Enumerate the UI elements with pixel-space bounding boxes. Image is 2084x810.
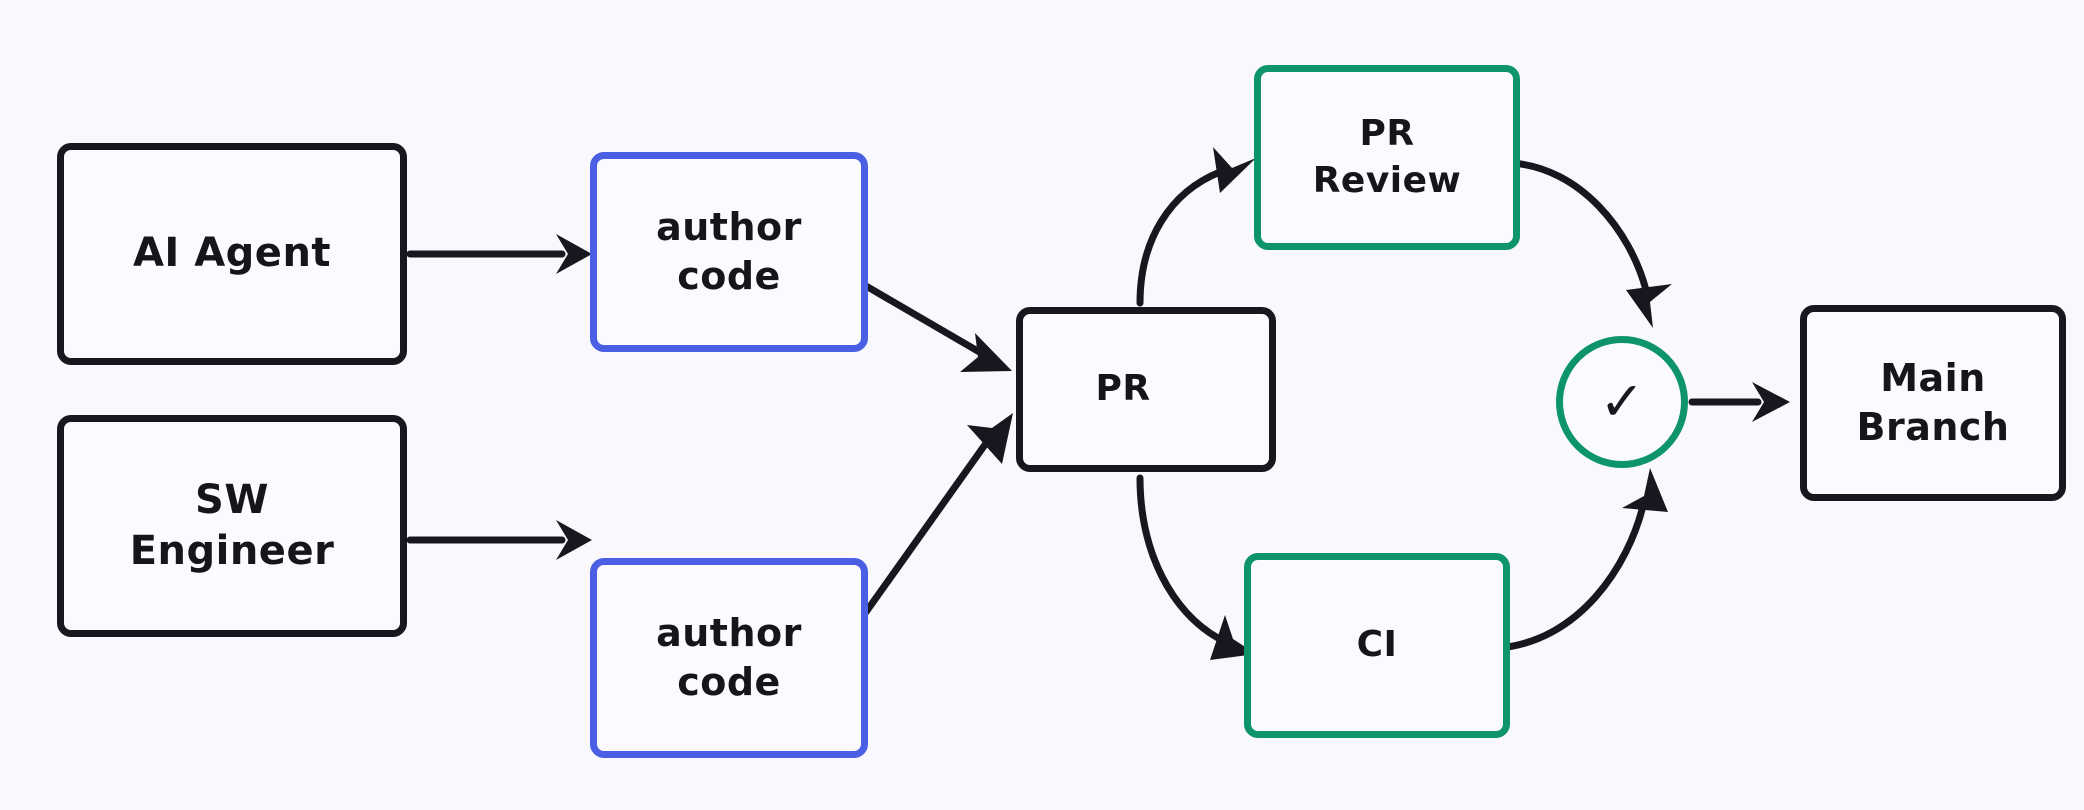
edge-pr-review-to-check-gate xyxy=(1508,159,1672,328)
edge-author-code-bottom-to-pr xyxy=(862,413,1013,616)
node-author-code-top-label: author code xyxy=(656,205,802,298)
node-author-code-top[interactable]: author code xyxy=(590,152,868,352)
check-icon: ✓ xyxy=(1599,370,1645,433)
edge-sw-engineer-to-author-code-bottom xyxy=(406,520,592,560)
edge-ci-to-check-gate xyxy=(1496,468,1668,652)
edge-check-gate-to-main-branch xyxy=(1688,382,1790,422)
check-gate[interactable]: ✓ xyxy=(1556,336,1688,468)
edge-author-code-top-to-pr xyxy=(862,282,1012,372)
node-pr[interactable]: PR xyxy=(1016,307,1276,472)
node-sw-engineer-label: SW Engineer xyxy=(129,476,335,574)
node-ci[interactable]: CI xyxy=(1244,553,1510,738)
node-sw-engineer[interactable]: SW Engineer xyxy=(57,415,407,637)
node-main-branch[interactable]: Main Branch xyxy=(1800,305,2066,501)
node-author-code-bottom[interactable]: author code xyxy=(590,558,868,758)
node-pr-review[interactable]: PR Review xyxy=(1254,65,1520,250)
node-pr-label: PR xyxy=(1095,368,1151,410)
node-pr-review-label: PR Review xyxy=(1312,113,1462,201)
node-ai-agent-label: AI Agent xyxy=(132,230,332,277)
node-main-branch-label: Main Branch xyxy=(1856,356,2010,449)
node-ai-agent[interactable]: AI Agent xyxy=(57,143,407,365)
node-ci-label: CI xyxy=(1356,624,1398,666)
edge-pr-to-ci xyxy=(1136,474,1256,660)
edge-pr-to-pr-review xyxy=(1136,147,1256,307)
edge-ai-agent-to-author-code-top xyxy=(406,234,592,274)
node-author-code-bottom-label: author code xyxy=(656,611,802,704)
